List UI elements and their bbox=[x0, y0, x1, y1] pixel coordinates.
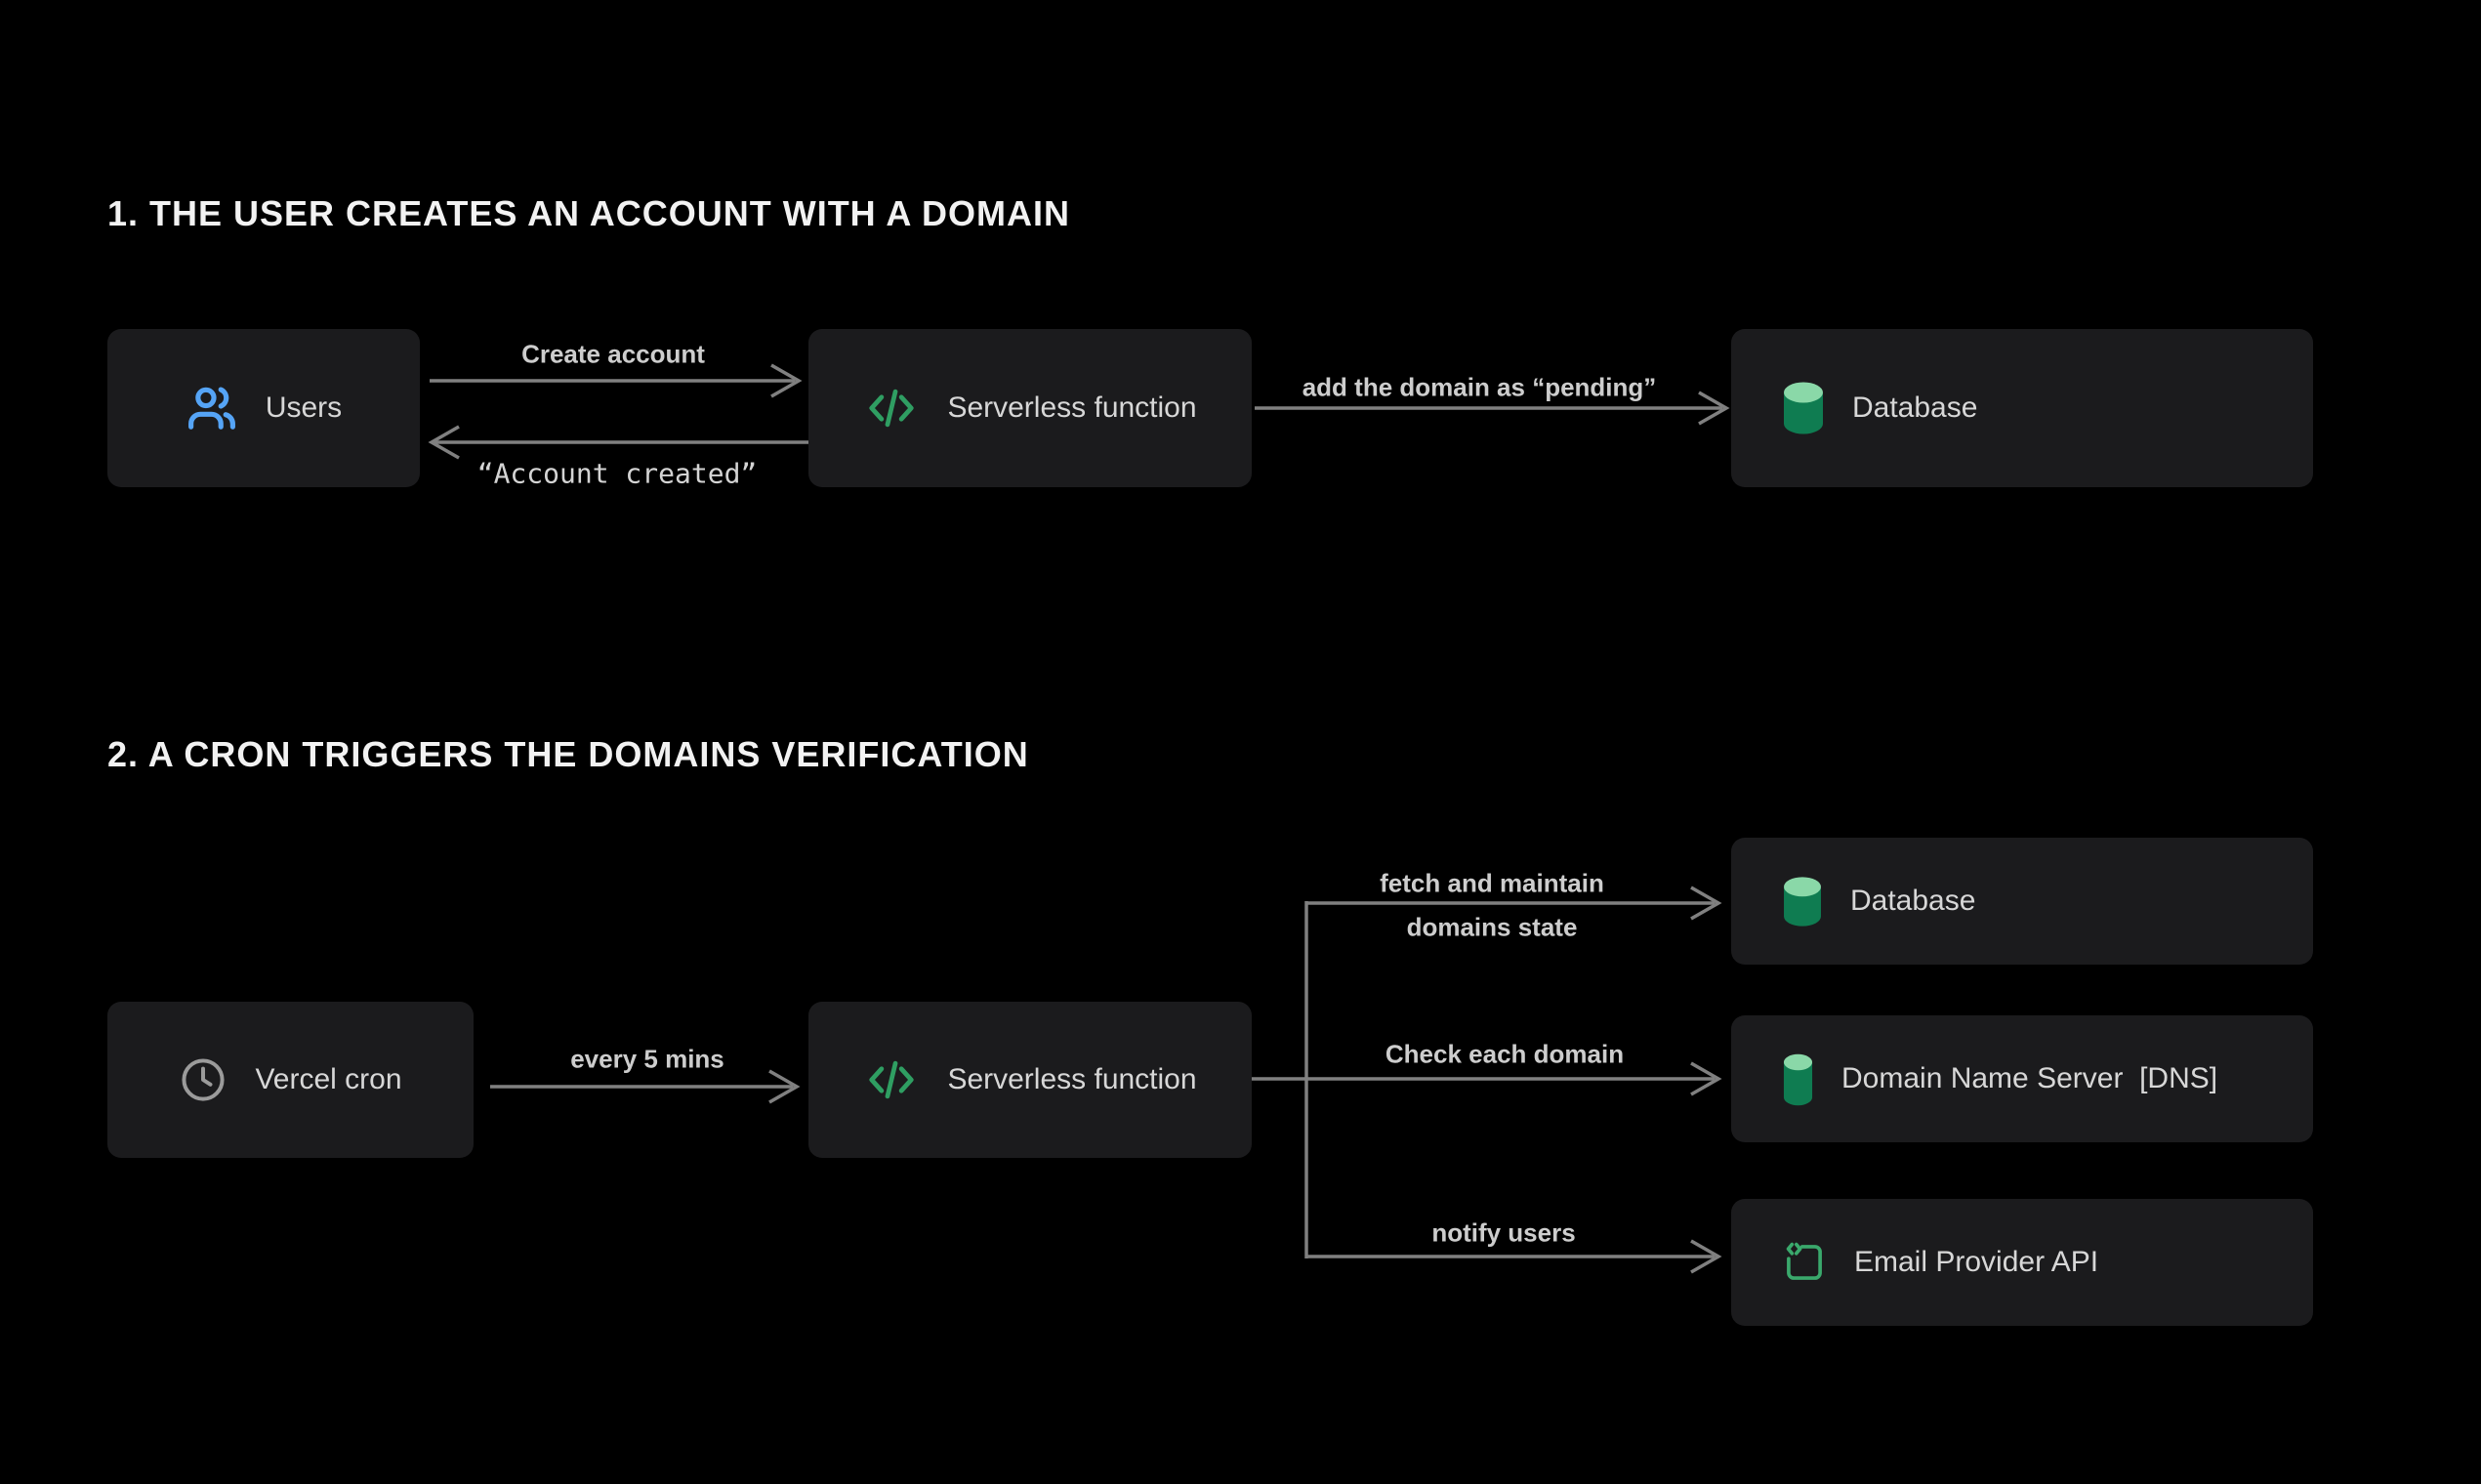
email-icon bbox=[1782, 1240, 1827, 1285]
node-serverless-2-label: Serverless function bbox=[947, 1063, 1197, 1095]
node-vercel-cron: Vercel cron bbox=[107, 1002, 474, 1158]
node-users-label: Users bbox=[265, 392, 343, 424]
code-icon bbox=[863, 1053, 920, 1106]
node-serverless-1-label: Serverless function bbox=[947, 392, 1197, 424]
arrow-notify-users bbox=[1306, 1239, 1722, 1274]
edge-label-notify-users: notify users bbox=[1431, 1217, 1576, 1248]
node-serverless-1: Serverless function bbox=[808, 329, 1252, 487]
section2-title: 2. A CRON TRIGGERS THE DOMAINS VERIFICAT… bbox=[107, 734, 1029, 774]
edge-label-account-created: “Account created” bbox=[476, 457, 758, 490]
edge-label-fetch-maintain-line2: domains state bbox=[1406, 912, 1578, 942]
arrow-account-created bbox=[428, 425, 808, 460]
node-email-provider: Email Provider API bbox=[1731, 1199, 2313, 1326]
edge-label-every-5-mins: every 5 mins bbox=[570, 1044, 724, 1074]
code-icon bbox=[863, 382, 920, 434]
node-email-provider-label: Email Provider API bbox=[1854, 1246, 2099, 1278]
node-users: Users bbox=[107, 329, 420, 487]
database-icon bbox=[1782, 875, 1823, 928]
node-database-1: Database bbox=[1731, 329, 2313, 487]
edge-label-fetch-maintain-line1: fetch and maintain bbox=[1380, 868, 1604, 898]
node-serverless-2: Serverless function bbox=[808, 1002, 1252, 1158]
clock-icon bbox=[179, 1055, 227, 1104]
database-icon bbox=[1782, 380, 1825, 436]
arrow-create-account bbox=[430, 363, 803, 398]
database-icon bbox=[1782, 1051, 1814, 1107]
node-dns-label: Domain Name Server [DNS] bbox=[1841, 1062, 2218, 1094]
node-vercel-cron-label: Vercel cron bbox=[255, 1063, 402, 1095]
arrow-fetch-maintain bbox=[1306, 886, 1722, 921]
node-database-2-label: Database bbox=[1850, 885, 1976, 917]
section1-title: 1. THE USER CREATES AN ACCOUNT WITH A DO… bbox=[107, 193, 1070, 233]
node-database-1-label: Database bbox=[1852, 392, 1978, 424]
node-dns: Domain Name Server [DNS] bbox=[1731, 1015, 2313, 1142]
edge-label-add-pending: add the domain as “pending” bbox=[1302, 372, 1657, 402]
users-icon bbox=[186, 382, 238, 434]
arrow-every-5-mins bbox=[490, 1069, 801, 1104]
arrow-check-domain bbox=[1306, 1061, 1722, 1096]
arrow-add-pending bbox=[1255, 391, 1730, 426]
edge-label-check-domain: Check each domain bbox=[1385, 1039, 1625, 1069]
edge-label-create-account: Create account bbox=[521, 339, 705, 369]
node-database-2: Database bbox=[1731, 838, 2313, 965]
